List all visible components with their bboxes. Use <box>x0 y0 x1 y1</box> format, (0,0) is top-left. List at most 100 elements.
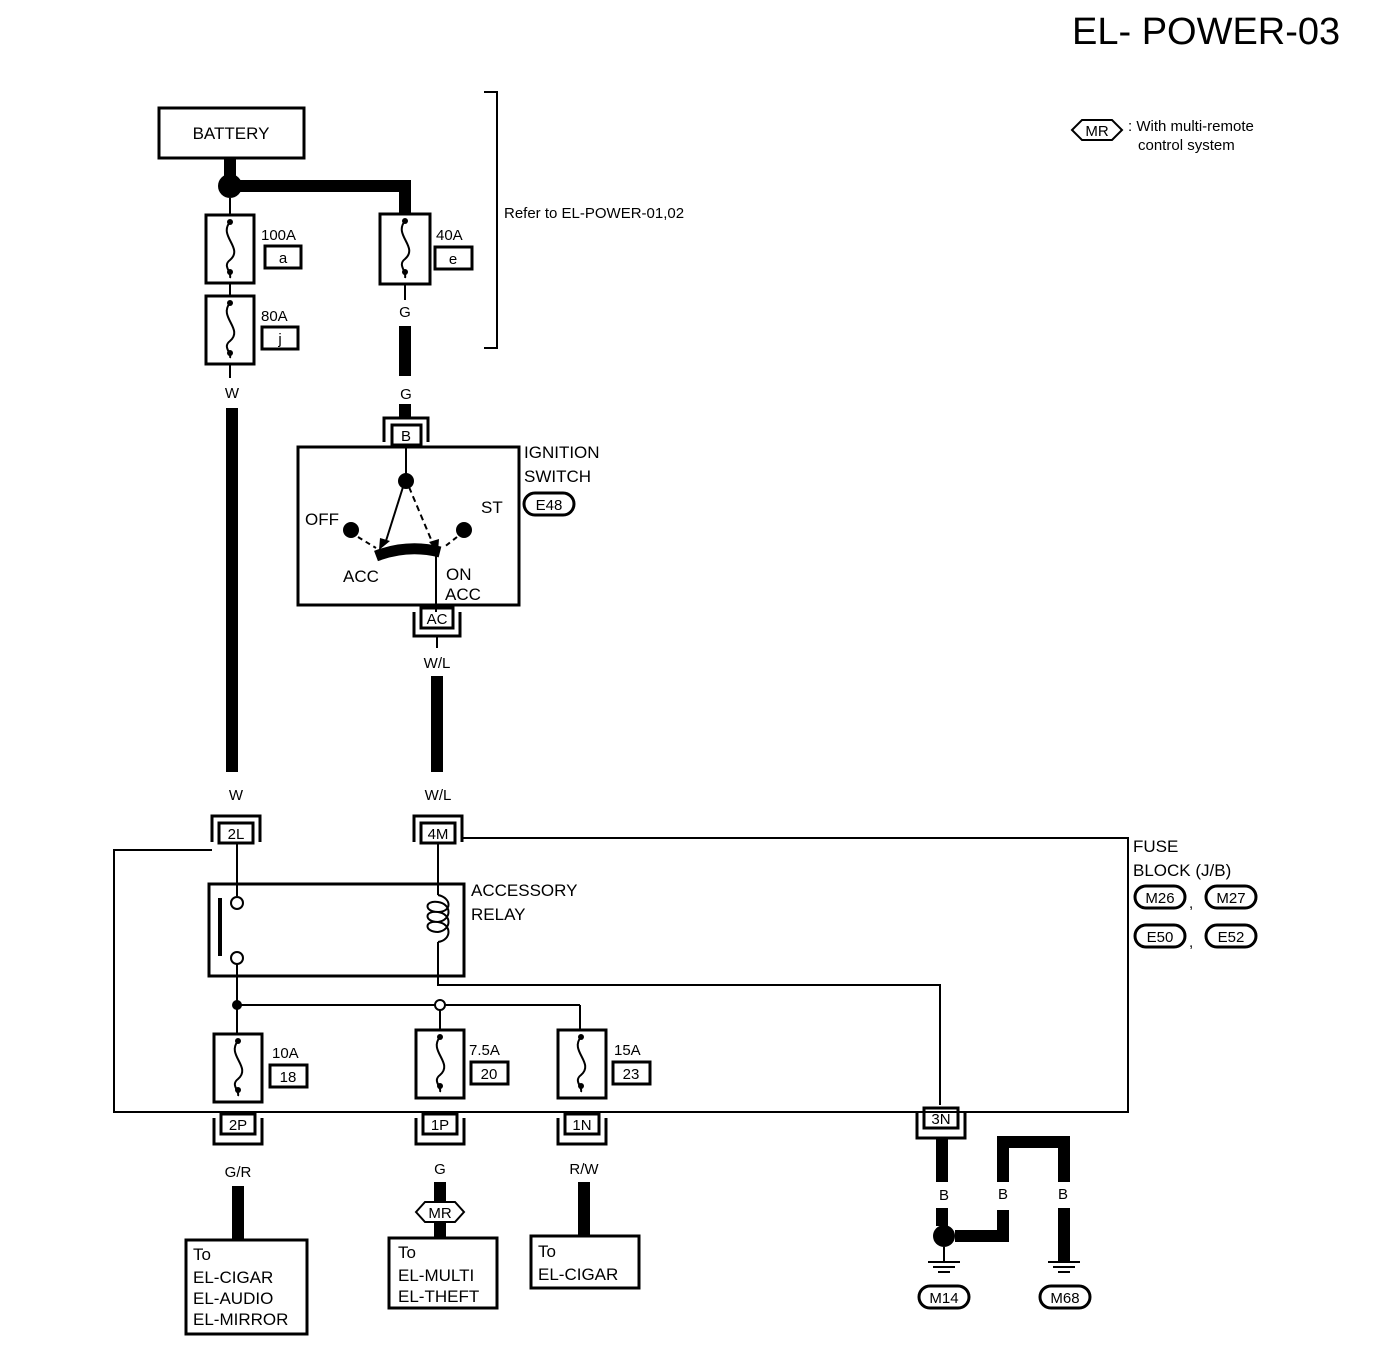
refer-note: Refer to EL-POWER-01,02 <box>504 205 684 222</box>
fuse-7-5a-body <box>414 1028 466 1100</box>
accessory-relay-coil <box>426 894 450 943</box>
ignition-connector: E48 <box>536 497 563 514</box>
ignition-off-dot <box>343 522 359 538</box>
ground-m14-label: M14 <box>929 1290 958 1307</box>
fuse-block-conn-e52-oval <box>1204 923 1258 949</box>
fuse-7-5a-id-box <box>469 1060 510 1086</box>
ignition-label-line2: SWITCH <box>524 467 591 486</box>
fuse-40a: 40A e <box>378 212 474 286</box>
ignition-in-connector <box>382 416 430 442</box>
fuse-40a-id-box <box>433 245 474 271</box>
battery-to-40a-wire <box>230 180 411 214</box>
destination-3-box <box>529 1234 641 1290</box>
fuse-80a-id: j <box>277 331 281 348</box>
ignition-terminal-b: B <box>401 428 411 445</box>
mr-tag: MR <box>428 1205 451 1222</box>
ignition-label-line1: IGNITION <box>524 443 600 462</box>
relay-coil-ground-wire <box>437 942 941 1105</box>
fuse-80a-rating: 80A <box>261 308 288 325</box>
wire-gr: G/R <box>225 1164 252 1181</box>
legend: MR : With multi-remote control system <box>1070 118 1254 154</box>
accessory-relay: ACCESSORY RELAY <box>207 843 941 1105</box>
fuse-block-conn-e50: E50 <box>1147 929 1174 946</box>
fuse-100a: 100A a <box>204 198 303 285</box>
destination-1: To EL-CIGAR EL-AUDIO EL-MIRROR <box>184 1238 309 1336</box>
ground-junction-dot <box>933 1225 955 1247</box>
fuse-block-conn-e50-oval <box>1133 923 1187 949</box>
fuse-80a: 80A j <box>204 283 300 366</box>
ignition-switch: B OFF ST ACC ON ACC IGNITION SWITCH E48 … <box>296 416 600 638</box>
fuse-block-inputs: 2L 4M <box>210 814 464 845</box>
terminal-2p: 2P <box>229 1117 247 1134</box>
wire-b3: B <box>1058 1186 1068 1203</box>
ignition-pos-off: OFF <box>305 510 339 529</box>
destination-1-line4: EL-MIRROR <box>193 1310 288 1329</box>
wire-rw: R/W <box>569 1161 599 1178</box>
wire-b1: B <box>939 1187 949 1204</box>
fuse-10a: 10A 18 <box>212 1032 309 1104</box>
fuse-100a-id-box <box>263 244 303 270</box>
ignition-st-dot <box>456 522 472 538</box>
fuse-10a-id-box <box>268 1063 309 1089</box>
ignition-switch-body <box>296 445 521 607</box>
fuse-15a: 15A 23 <box>556 1028 652 1100</box>
accessory-relay-body <box>207 882 466 978</box>
fuse-block-sep-2: , <box>1189 934 1193 951</box>
fuse-block-outputs: 2P 1P 1N 3N <box>212 1106 967 1146</box>
fuse-10a-body <box>212 1032 264 1104</box>
destination-1-line3: EL-AUDIO <box>193 1289 273 1308</box>
battery-label: BATTERY <box>193 124 270 143</box>
mr-tag-hexagon <box>414 1201 466 1223</box>
fuse-80a-id-box <box>260 325 300 351</box>
destination-1-line1: To <box>193 1245 211 1264</box>
accessory-relay-label-line1: ACCESSORY <box>471 881 577 900</box>
fuse-7-5a: 7.5A 20 <box>414 1028 510 1100</box>
fuse-10a-id: 18 <box>280 1069 297 1086</box>
wire-b2: B <box>998 1186 1008 1203</box>
fuse-40a-id: e <box>449 251 457 268</box>
wire-g-lower: G <box>400 386 412 403</box>
destination-3-line2: EL-CIGAR <box>538 1265 618 1284</box>
fuse-block-conn-m26: M26 <box>1145 890 1174 907</box>
ground-jumper-wire <box>955 1210 1009 1242</box>
destination-1-line2: EL-CIGAR <box>193 1268 273 1287</box>
destination-2: To EL-MULTI EL-THEFT <box>387 1236 499 1310</box>
wire-wl-lower: W/L <box>425 787 452 804</box>
fuse-block-outline <box>113 837 1129 1113</box>
terminal-4m: 4M <box>428 826 449 843</box>
legend-mr-hexagon <box>1070 119 1124 141</box>
wire-w-upper: W <box>225 385 240 402</box>
destination-2-box <box>387 1236 499 1310</box>
fuse-15a-id: 23 <box>623 1066 640 1083</box>
destination-2-line1: To <box>398 1243 416 1262</box>
terminal-3n: 3N <box>931 1111 950 1128</box>
ignition-pos-on: ON <box>446 565 472 584</box>
ignition-contact-bar <box>374 543 442 562</box>
destination-2-line2: EL-MULTI <box>398 1266 474 1285</box>
fuse-block-label-line2: BLOCK (J/B) <box>1133 861 1231 880</box>
destination-3: To EL-CIGAR <box>529 1234 641 1290</box>
ground-m14-oval <box>917 1284 971 1310</box>
page-title: EL- POWER-03 <box>1072 11 1340 53</box>
ground-m68: M68 <box>1038 1261 1092 1310</box>
ignition-pivot <box>398 473 414 489</box>
ground-m14: M14 <box>917 1247 971 1310</box>
wire-g-bottom: G <box>434 1161 446 1178</box>
terminal-1n: 1N <box>572 1117 591 1134</box>
fuse-block-conn-e52: E52 <box>1218 929 1245 946</box>
fuse-10a-rating: 10A <box>272 1045 299 1062</box>
destination-1-box <box>184 1238 309 1336</box>
fuse-block-conn-m27: M27 <box>1216 890 1245 907</box>
fuse-100a-id: a <box>279 250 288 267</box>
terminal-2l: 2L <box>228 826 245 843</box>
fuse-block-conn-m26-oval <box>1133 884 1187 910</box>
bus-junction-open <box>434 999 446 1011</box>
legend-text-line1: : With multi-remote <box>1128 118 1254 135</box>
ignition-terminal-ac: AC <box>427 611 448 628</box>
fuse-7-5a-rating: 7.5A <box>469 1042 500 1059</box>
destination-3-line1: To <box>538 1242 556 1261</box>
destination-2-line3: EL-THEFT <box>398 1287 479 1306</box>
ground-m68-label: M68 <box>1050 1290 1079 1307</box>
fuse-7-5a-id: 20 <box>481 1066 498 1083</box>
legend-mr-symbol: MR <box>1085 123 1108 140</box>
